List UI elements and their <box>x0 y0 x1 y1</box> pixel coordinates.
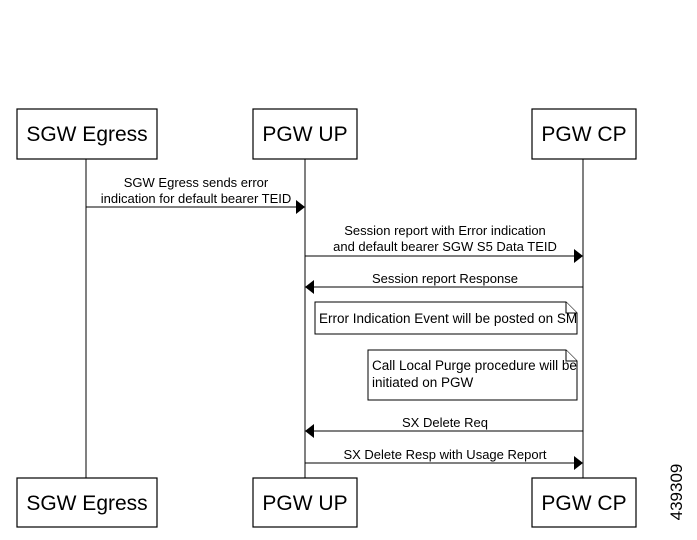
message-label: SX Delete Resp with Usage Report <box>343 447 546 462</box>
message-label: SX Delete Req <box>402 415 488 430</box>
message-sx-delete-resp: SX Delete Resp with Usage Report <box>305 447 583 470</box>
note-call-local-purge: Call Local Purge procedure will be initi… <box>367 349 578 401</box>
message-sx-delete-req: SX Delete Req <box>305 415 583 438</box>
actor-pgw-cp-top: PGW CP <box>531 108 637 160</box>
actor-label: PGW UP <box>262 123 347 146</box>
message-session-report: Session report with Error indication and… <box>305 223 583 263</box>
arrowhead-right-icon <box>296 200 305 214</box>
note-error-indication-event: Error Indication Event will be posted on… <box>314 301 578 335</box>
actor-label: SGW Egress <box>26 123 147 146</box>
arrowhead-right-icon <box>574 456 583 470</box>
note-text: initiated on PGW <box>372 375 474 390</box>
message-label: indication for default bearer TEID <box>101 191 292 206</box>
actor-label: PGW CP <box>541 492 626 515</box>
arrowhead-left-icon <box>305 424 314 438</box>
actor-sgw-egress-top: SGW Egress <box>16 108 158 160</box>
figure-id: 439309 <box>667 464 686 521</box>
actor-label: SGW Egress <box>26 492 147 515</box>
message-label: SGW Egress sends error <box>124 175 269 190</box>
note-text: Call Local Purge procedure will be <box>372 358 577 373</box>
message-label: Session report Response <box>372 271 518 286</box>
message-label: and default bearer SGW S5 Data TEID <box>333 239 557 254</box>
actor-sgw-egress-bottom: SGW Egress <box>16 477 158 528</box>
actor-label: PGW UP <box>262 492 347 515</box>
arrowhead-left-icon <box>305 280 314 294</box>
arrowhead-right-icon <box>574 249 583 263</box>
actor-pgw-up-bottom: PGW UP <box>252 477 358 528</box>
actor-pgw-cp-bottom: PGW CP <box>531 477 637 528</box>
message-error-indication: SGW Egress sends error indication for de… <box>86 175 305 214</box>
message-session-report-response: Session report Response <box>305 271 583 294</box>
actor-label: PGW CP <box>541 123 626 146</box>
note-text: Error Indication Event will be posted on… <box>319 311 577 326</box>
message-label: Session report with Error indication <box>344 223 546 238</box>
actor-pgw-up-top: PGW UP <box>252 108 358 160</box>
